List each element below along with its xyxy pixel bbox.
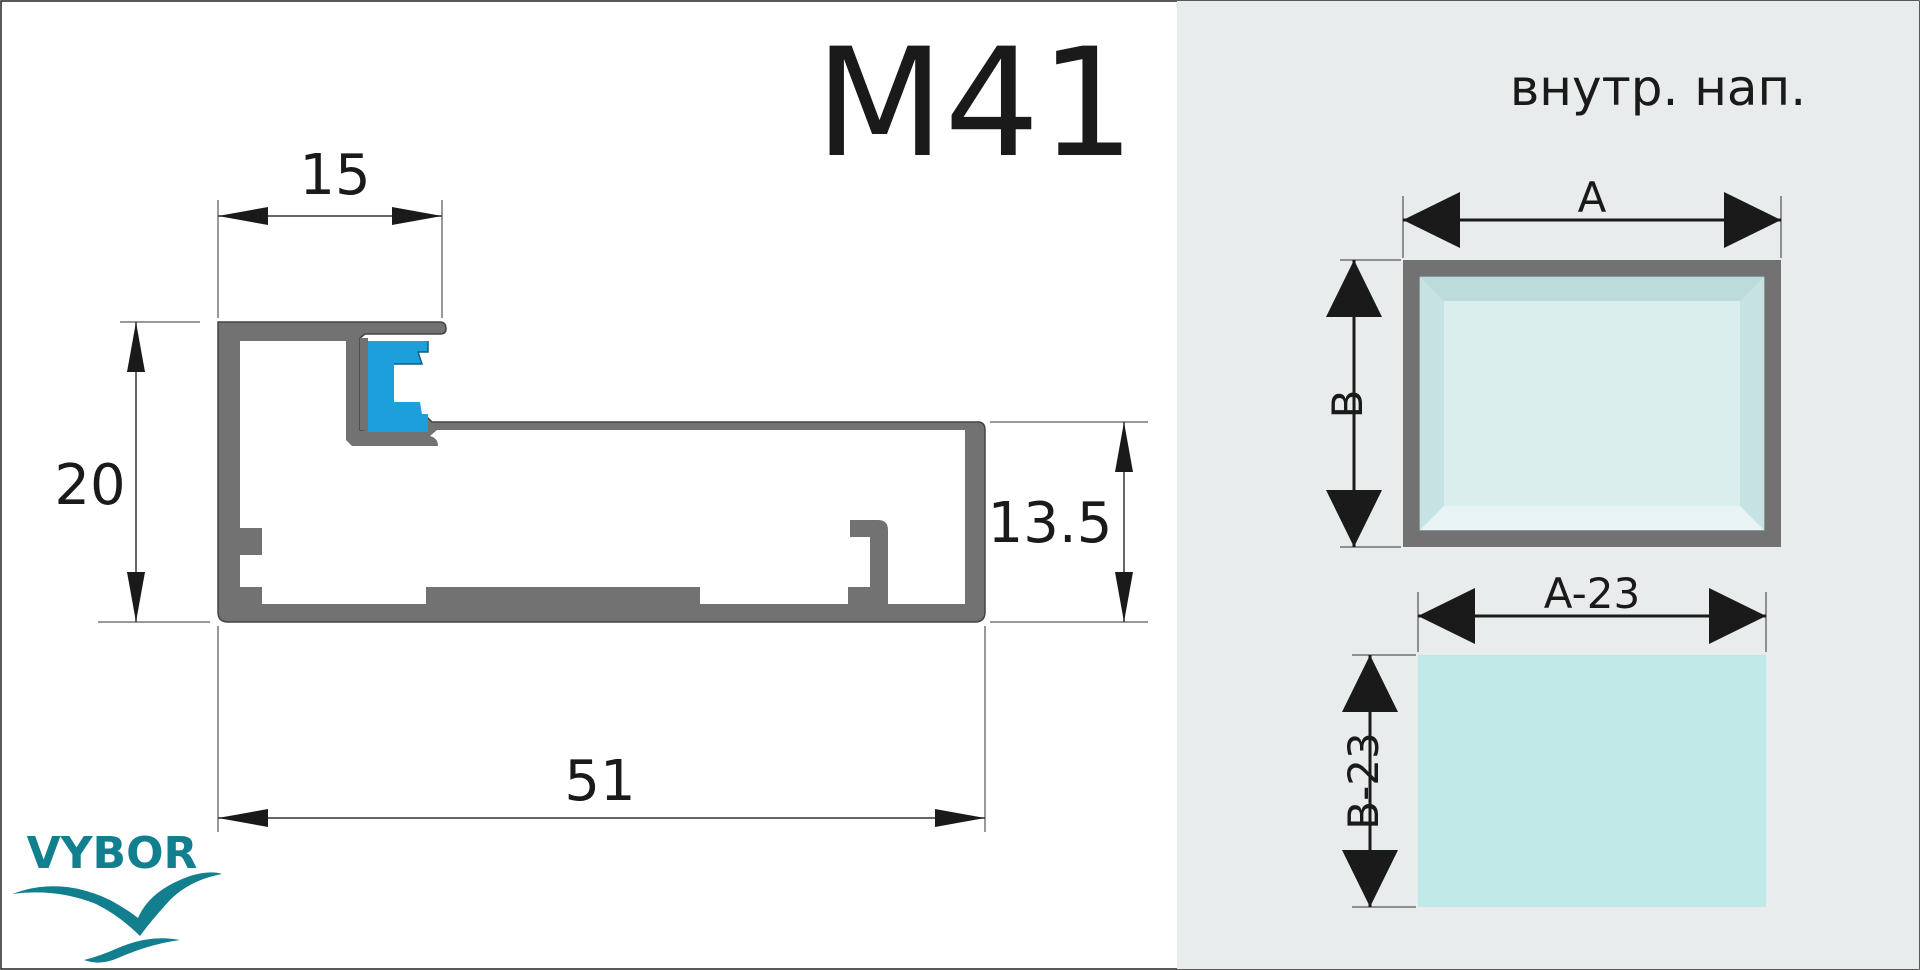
arrow-left (1403, 192, 1460, 248)
arrow-down (127, 572, 145, 622)
dim-left-height: 20 (54, 321, 210, 623)
arrow-down (1342, 850, 1398, 907)
dim-b-23: B-23 (1339, 654, 1416, 908)
arrow-right (392, 207, 442, 225)
vybor-logo: VYBOR (12, 828, 222, 963)
dim-label-13-5: 13.5 (988, 491, 1113, 556)
arrow-right (1724, 192, 1781, 248)
seagull-icon (12, 872, 222, 936)
arrow-up (127, 322, 145, 372)
dim-label-15: 15 (299, 143, 370, 208)
dim-right-height: 13.5 (988, 421, 1148, 623)
arrow-right (1709, 588, 1766, 644)
arrow-down (1115, 572, 1133, 622)
glass-bevel-top (1420, 277, 1764, 301)
dim-label-51: 51 (564, 749, 635, 814)
arrow-up (1326, 260, 1382, 317)
dim-label-a: A (1578, 173, 1607, 222)
dim-a: A (1402, 173, 1782, 258)
dim-label-b-23: B-23 (1339, 732, 1388, 829)
glass-pane (1418, 655, 1766, 907)
arrow-right (935, 809, 985, 827)
frame-diagram (1403, 260, 1781, 547)
dim-top-width: 15 (217, 143, 443, 318)
dim-label-a-23: A-23 (1544, 569, 1640, 618)
dim-a-23: A-23 (1417, 569, 1767, 652)
wave-icon (84, 938, 180, 963)
profile-cavity (240, 341, 965, 604)
glass-bevel-right (1740, 277, 1764, 530)
glass-bevel-bottom (1420, 506, 1764, 530)
profile-title: M41 (815, 17, 1135, 191)
arrow-left (218, 809, 268, 827)
profile-section (217, 321, 986, 623)
dim-label-b: B (1323, 390, 1372, 419)
glass-bevel-left (1420, 277, 1444, 530)
arrow-down (1326, 490, 1382, 547)
glass-center (1444, 301, 1740, 506)
arrow-left (218, 207, 268, 225)
glass-caption: внутр. нап. (1510, 59, 1806, 117)
dim-total-width: 51 (217, 626, 986, 832)
dim-label-20: 20 (54, 453, 125, 518)
logo-text: VYBOR (27, 828, 198, 879)
arrow-up (1342, 655, 1398, 712)
seal-outline (394, 341, 429, 365)
dim-b: B (1323, 259, 1401, 548)
profile-web (360, 338, 368, 430)
arrow-left (1418, 588, 1475, 644)
arrow-up (1115, 422, 1133, 472)
